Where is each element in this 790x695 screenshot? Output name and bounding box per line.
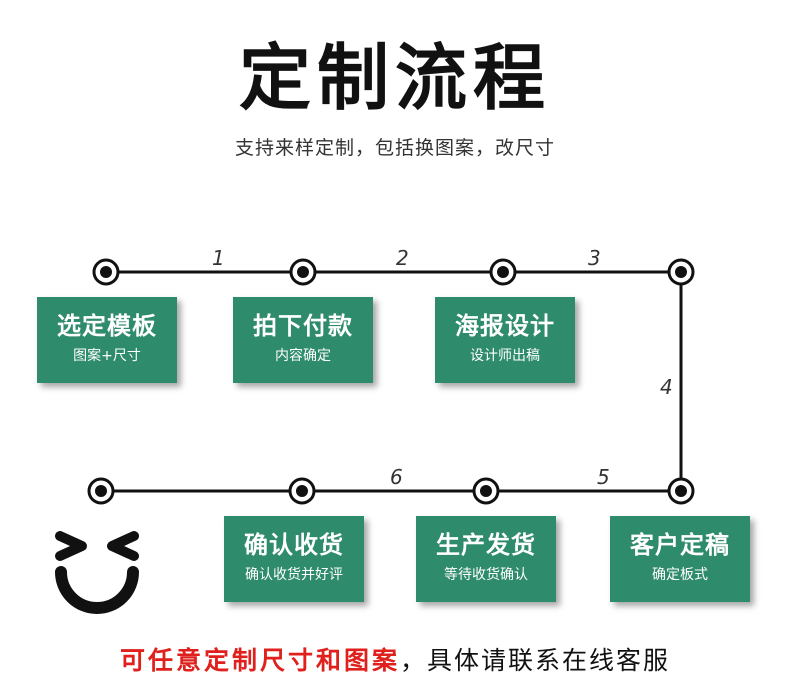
footer-highlight: 可任意定制尺寸和图案 [119,646,400,675]
step-box-poster-design: 海报设计 设计师出稿 [435,297,575,383]
step-title: 生产发货 [436,531,536,559]
flow-node [87,477,115,505]
step-box-customer-final: 客户定稿 确定板式 [610,516,750,602]
step-number-2: 2 [396,246,409,270]
step-number-5: 5 [597,465,610,489]
flow-node [489,258,517,286]
step-detail: 内容确定 [275,348,331,364]
footer-note: 可任意定制尺寸和图案，具体请联系在线客服 [0,644,790,678]
footer-contact: ，具体请联系在线客服 [400,646,671,675]
step-detail: 设计师出稿 [470,348,540,364]
flow-node [288,477,316,505]
page-subtitle: 支持来样定制，包括换图案，改尺寸 [234,137,555,159]
step-detail: 等待收货确认 [444,567,528,583]
flow-node [667,258,695,286]
step-title: 海报设计 [455,312,555,340]
flow-node [289,258,317,286]
flow-nodes [87,258,695,505]
flow-node [667,477,695,505]
connector-lines [101,270,683,493]
flow-node [92,258,120,286]
step-title: 客户定稿 [630,531,730,559]
step-detail: 确定板式 [652,567,708,583]
step-number-6: 6 [390,465,403,489]
step-detail: 图案+尺寸 [73,348,141,364]
step-box-production-shipping: 生产发货 等待收货确认 [416,516,556,602]
step-title: 选定模板 [57,312,157,340]
step-number-4: 4 [660,375,673,399]
step-box-select-template: 选定模板 图案+尺寸 [37,297,177,383]
page-title: 定制流程 [238,36,551,120]
step-detail: 确认收货并好评 [245,567,343,583]
step-title: 拍下付款 [253,312,353,340]
step-number-1: 1 [212,246,225,270]
step-title: 确认收货 [244,531,344,559]
smiley-face-icon [55,531,139,614]
step-box-confirm-receipt: 确认收货 确认收货并好评 [224,516,364,602]
step-box-payment: 拍下付款 内容确定 [233,297,373,383]
step-number-3: 3 [588,246,601,270]
flow-node [472,477,500,505]
